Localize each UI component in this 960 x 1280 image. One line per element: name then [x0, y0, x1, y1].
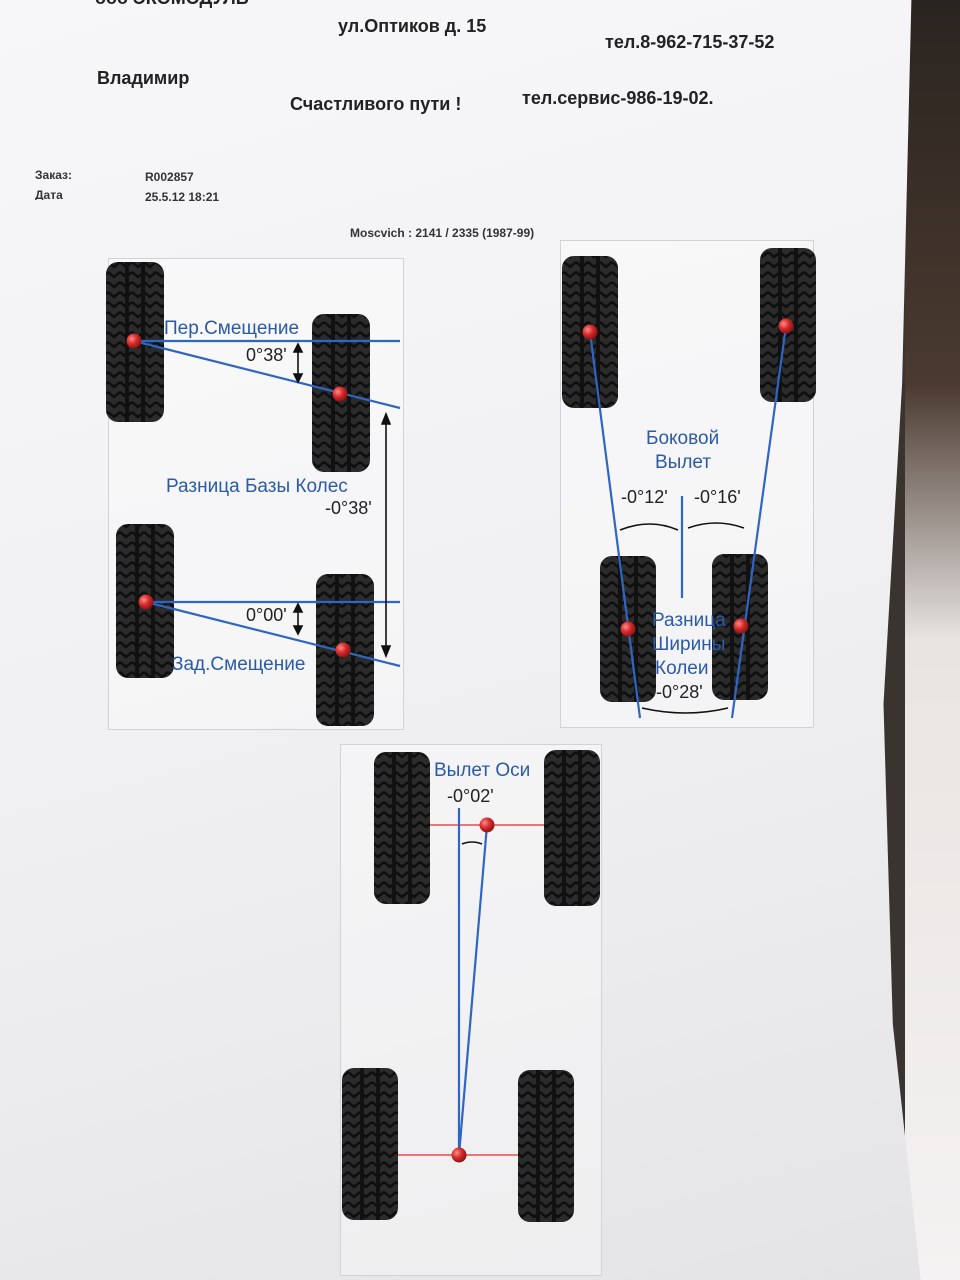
front-offset-line [133, 339, 401, 410]
front-offset-value: 0°38' [246, 345, 287, 365]
front-axle-sensor-icon [479, 817, 495, 833]
wheelbase-diff-label: Разница Базы Колес [166, 476, 348, 497]
tire-rear-right-3-icon [518, 1070, 574, 1222]
rear-axle-sensor-icon [451, 1147, 467, 1163]
rear-right-2-sensor-icon [733, 618, 749, 634]
thrust-axle-line [457, 824, 489, 1156]
side-offset-label-1: Боковой [646, 428, 720, 449]
company-name: ооо ЭКОМОДУЛЬ [95, 0, 249, 9]
phone: тел.8-962-715-37-52 [605, 32, 775, 52]
side-offset-label-2: Вылет [655, 452, 712, 473]
address: ул.Оптиков д. 15 [338, 16, 487, 36]
axle-offset-label: Вылет Оси [434, 760, 531, 781]
left-side-line [588, 331, 642, 719]
tire-rear-left-3-icon [342, 1068, 398, 1220]
front-offset-label: Пер.Смещение [164, 318, 300, 339]
service-phone: тел.сервис-986-19-02. [522, 88, 714, 108]
rear-left-sensor-icon [138, 594, 154, 610]
order-value: R002857 [145, 170, 194, 184]
date-label: Дата [35, 188, 63, 200]
rear-offset-label: Зад.Смещение [172, 654, 306, 675]
tire-front-left-3-icon [374, 752, 430, 904]
front-right-sensor-icon [332, 386, 348, 402]
rear-offset-line [145, 600, 401, 668]
track-diff-label-2: Ширины [652, 634, 726, 655]
left-side-value: -0°12' [621, 487, 668, 507]
right-side-line [730, 325, 788, 719]
date-value: 25.5.12 18:21 [145, 190, 220, 202]
vehicle-model: Moscvich : 2141 / 2335 (1987-99) [350, 226, 535, 240]
axle-offset-value: -0°02' [447, 786, 494, 806]
rear-offset-value: 0°00' [246, 605, 287, 625]
rear-left-2-sensor-icon [620, 621, 636, 637]
tire-front-right-3-icon [544, 750, 600, 906]
right-side-value: -0°16' [694, 487, 741, 507]
order-label: Заказ: [35, 168, 72, 182]
customer-name: Владимир [97, 68, 190, 88]
wish-text: Счастливого пути ! [290, 94, 462, 114]
track-diff-label-1: Разница [652, 610, 726, 631]
front-right-2-sensor-icon [778, 318, 794, 334]
front-left-2-sensor-icon [582, 324, 598, 340]
track-diff-value: -0°28' [656, 682, 703, 702]
rear-right-sensor-icon [335, 642, 351, 658]
wheelbase-diff-value: -0°38' [325, 498, 372, 518]
background-right [905, 0, 960, 1280]
track-diff-label-3: Колеи [655, 658, 709, 679]
front-left-sensor-icon [126, 333, 142, 349]
